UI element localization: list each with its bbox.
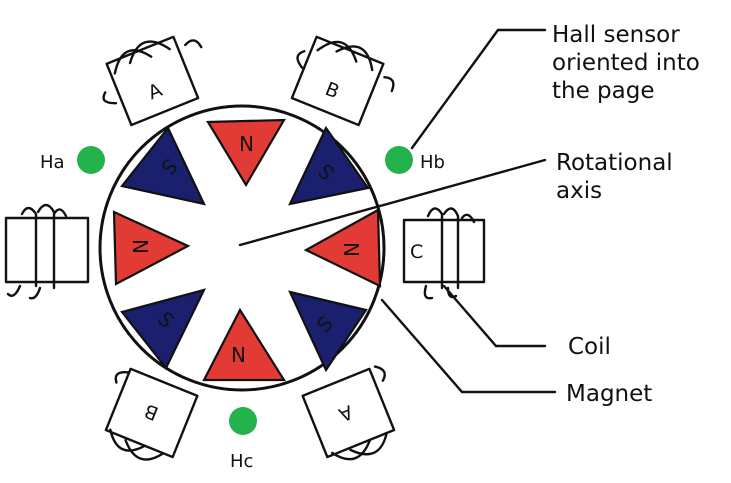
rotational-axis-label-line-1: Rotational: [556, 150, 673, 176]
pole-label-top: N: [239, 131, 254, 155]
pole-top-right: [288, 125, 370, 206]
rotational-axis-label-line-2: axis: [556, 178, 602, 204]
pole-bottom: [202, 307, 286, 382]
pole-label-bottom: N: [231, 343, 246, 367]
pole-left: [112, 210, 191, 286]
hall-sensor-label-line-2: oriented into: [552, 50, 700, 76]
coil-bottom-left: B: [104, 367, 199, 461]
magnet-leader: [380, 298, 557, 394]
coil-right: C: [402, 207, 486, 300]
coil-label: Coil: [568, 334, 611, 360]
pole-bottom-left: [120, 288, 207, 371]
pole-top-left: [120, 125, 206, 206]
sensor-ha-label: Ha: [40, 152, 65, 173]
sensor-hc-label: Hc: [230, 451, 253, 472]
hall-sensor-leader: [410, 28, 547, 150]
magnet-poles: N S N S N S N S: [112, 118, 382, 382]
hall-sensors: Ha Hb Hc: [40, 146, 445, 472]
rotational-axis-line: [238, 158, 547, 247]
pole-label-right: N: [340, 242, 364, 257]
coil-leader: [442, 284, 547, 348]
leader-lines: [380, 28, 557, 394]
pole-bottom-right: [288, 290, 368, 373]
coils: A B C B A: [4, 35, 486, 461]
coil-letter-right: C: [410, 241, 423, 263]
pole-right: [303, 208, 382, 288]
coil-top-left: A: [102, 35, 203, 127]
coil-left: [4, 203, 90, 300]
pole-label-left: N: [128, 239, 152, 254]
sensor-ha-dot: [77, 146, 105, 174]
hall-sensor-label-line-1: Hall sensor: [552, 22, 680, 48]
annotation-labels: Hall sensor oriented into the page Rotat…: [552, 22, 700, 407]
magnet-label: Magnet: [566, 381, 652, 407]
coil-top-right: B: [290, 35, 395, 127]
coil-bottom-right: A: [301, 365, 396, 461]
pole-top: [206, 118, 286, 188]
sensor-hb-dot: [385, 146, 413, 174]
sensor-hc-dot: [229, 407, 257, 435]
hall-sensor-label-line-3: the page: [552, 78, 655, 104]
sensor-hb-label: Hb: [420, 152, 445, 173]
